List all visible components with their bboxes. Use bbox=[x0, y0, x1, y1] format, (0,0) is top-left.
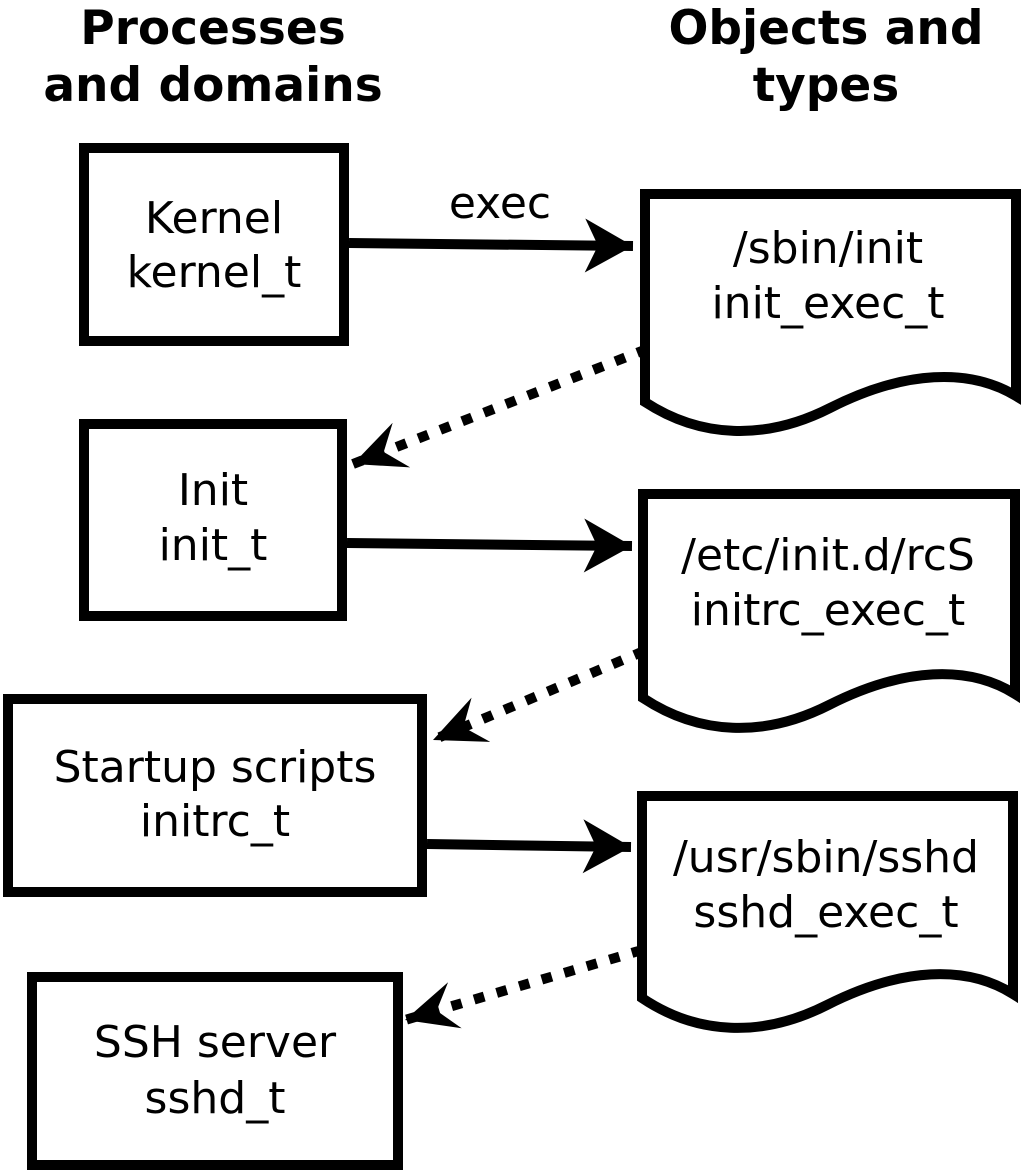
exec-arrows: exec bbox=[346, 178, 634, 874]
sshd-document-shape bbox=[637, 791, 1018, 1033]
process-box-ssh-server: SSH server sshd_t bbox=[27, 972, 403, 1170]
exec-arrow-label: exec bbox=[449, 178, 551, 229]
ssh-server-box-name: SSH server bbox=[94, 1017, 337, 1068]
column-header-processes: Processes and domains bbox=[43, 1, 382, 113]
rcS-document-shape bbox=[638, 489, 1020, 733]
object-doc-usr-sbin-sshd: /usr/sbin/sshd sshd_exec_t bbox=[637, 791, 1018, 1033]
ssh-server-box-domain: sshd_t bbox=[145, 1073, 286, 1124]
kernel-box-domain: kernel_t bbox=[127, 247, 302, 298]
init-box bbox=[79, 419, 347, 621]
sshd-type: sshd_exec_t bbox=[693, 887, 958, 938]
arrow-initrc-to-sshd bbox=[426, 819, 632, 874]
object-doc-etc-initd-rcS: /etc/init.d/rcS initrc_exec_t bbox=[638, 489, 1020, 733]
right-header-line2: types bbox=[753, 58, 900, 113]
kernel-box bbox=[79, 143, 349, 346]
process-box-kernel: Kernel kernel_t bbox=[79, 143, 349, 346]
object-doc-sbin-init: /sbin/init init_exec_t bbox=[640, 189, 1021, 436]
left-header-line1: Processes bbox=[80, 1, 345, 56]
left-header-line2: and domains bbox=[43, 58, 382, 113]
arrow-rcS-to-initrc-domain bbox=[431, 646, 646, 745]
startup-scripts-box-name: Startup scripts bbox=[54, 742, 377, 793]
startup-scripts-box-domain: initrc_t bbox=[140, 796, 290, 847]
arrow-sbin-init-to-init-domain bbox=[351, 344, 649, 469]
startup-scripts-box bbox=[3, 694, 427, 897]
rcS-path: /etc/init.d/rcS bbox=[681, 530, 975, 581]
arrow-init-to-rcS bbox=[346, 518, 633, 573]
transition-arrows bbox=[351, 344, 649, 1029]
init-box-name: Init bbox=[178, 465, 248, 516]
sbin-init-type: init_exec_t bbox=[711, 278, 944, 329]
process-box-init: Init init_t bbox=[79, 419, 347, 621]
column-header-objects: Objects and types bbox=[668, 1, 983, 113]
rcS-type: initrc_exec_t bbox=[691, 585, 965, 636]
sbin-init-document-shape bbox=[640, 189, 1021, 436]
arrow-sshd-exec-to-sshd-domain bbox=[403, 945, 644, 1029]
ssh-server-box bbox=[27, 972, 403, 1170]
right-header-line1: Objects and bbox=[668, 1, 983, 56]
kernel-box-name: Kernel bbox=[145, 193, 283, 244]
process-box-startup-scripts: Startup scripts initrc_t bbox=[3, 694, 427, 897]
init-box-domain: init_t bbox=[159, 520, 268, 571]
sshd-path: /usr/sbin/sshd bbox=[673, 832, 979, 883]
sbin-init-path: /sbin/init bbox=[733, 223, 923, 274]
arrow-kernel-to-sbin-init bbox=[348, 218, 634, 273]
